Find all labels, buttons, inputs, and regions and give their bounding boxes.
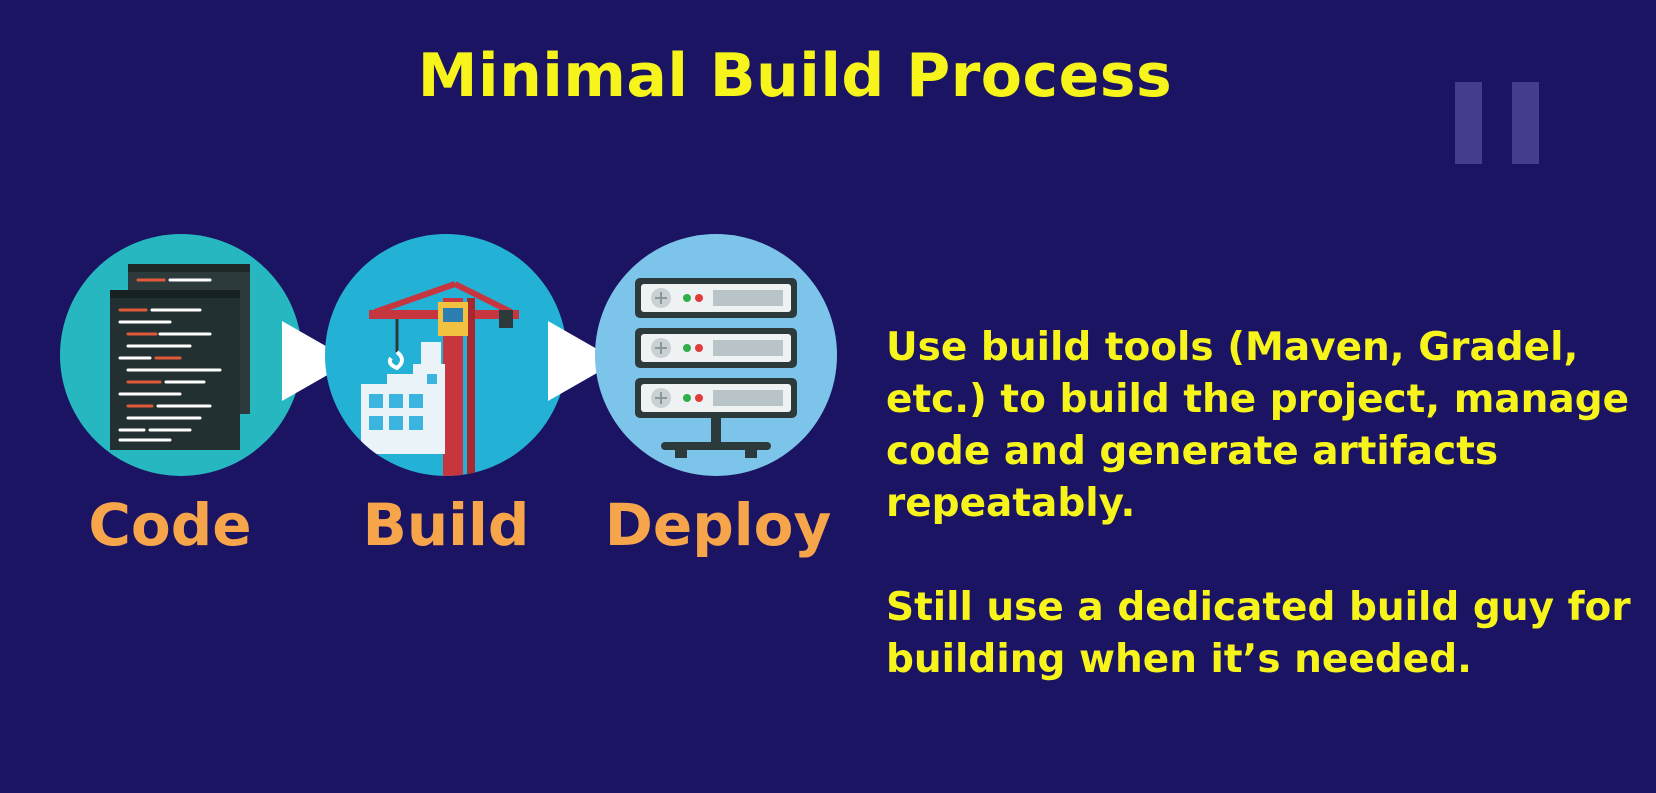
- description-text: Use build tools (Maven, Gradel, etc.) to…: [886, 322, 1646, 738]
- pause-bar-right: [1512, 82, 1539, 164]
- description-paragraph: Still use a dedicated build guy for buil…: [886, 585, 1631, 682]
- arrow-right-icon: [548, 321, 618, 401]
- server-rack-icon: [635, 278, 797, 458]
- code-stage-circle: [60, 234, 302, 476]
- construction-crane-icon: [361, 281, 519, 476]
- stage-label-build: Build: [362, 491, 530, 559]
- deploy-stage-circle: [595, 234, 837, 476]
- build-stage-circle: [325, 234, 567, 476]
- code-editor-icon: [110, 264, 250, 450]
- slide-title: Minimal Build Process: [417, 41, 1173, 111]
- description-paragraph: Use build tools (Maven, Gradel, etc.) to…: [886, 325, 1630, 526]
- arrow-right-icon: [282, 321, 352, 401]
- pause-icon[interactable]: [1455, 82, 1539, 164]
- pause-bar-left: [1455, 82, 1482, 164]
- stage-label-code: Code: [88, 491, 252, 559]
- stage-label-deploy: Deploy: [604, 491, 832, 559]
